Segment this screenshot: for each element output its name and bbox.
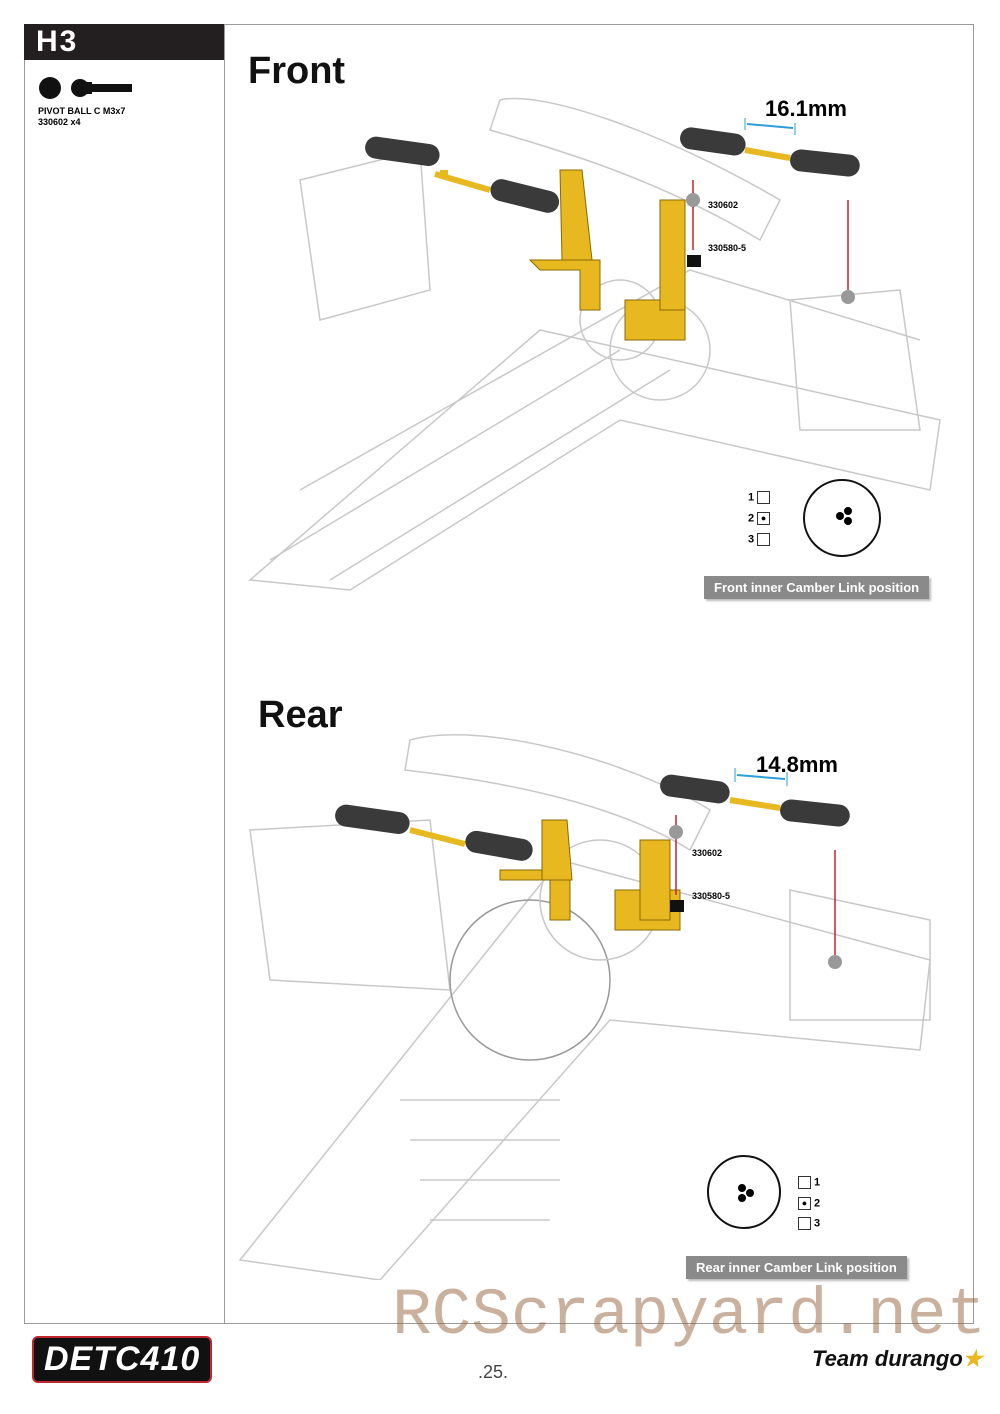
position-3-label: 3 — [748, 533, 755, 546]
page-number: .25. — [478, 1362, 509, 1382]
position-1-box — [798, 1176, 811, 1189]
detc410-logo: DETC410 — [32, 1336, 213, 1383]
step-number: H3 — [24, 24, 224, 60]
rear-label-spacer: 330580-5 — [692, 891, 731, 901]
rear-label-pivot: 330602 — [692, 848, 723, 858]
position-1-label: 1 — [814, 1176, 821, 1189]
position-2-label: 2 — [814, 1197, 821, 1210]
position-3-box — [757, 533, 771, 546]
page-frame — [24, 24, 974, 1324]
pivot-ball-icon — [39, 77, 132, 99]
position-3-box — [798, 1217, 811, 1230]
rear-dimension: 14.8mm — [756, 752, 838, 777]
rear-caption: Rear inner Camber Link position — [686, 1256, 907, 1279]
front-dimension: 16.1mm — [765, 96, 847, 121]
front-title: Front — [248, 50, 346, 92]
team-durango-text: Team durango — [812, 1346, 963, 1371]
rear-detail-circle — [707, 1155, 781, 1229]
team-durango-logo: Team durango★ — [812, 1346, 983, 1372]
star-icon: ★ — [962, 1346, 983, 1371]
front-assembly-diagram — [248, 97, 941, 591]
watermark: RCScrapyard.net — [392, 1278, 987, 1353]
position-3-label: 3 — [814, 1217, 821, 1230]
front-detail-circle — [803, 479, 881, 557]
position-2-box-selected: ● — [798, 1197, 811, 1210]
position-1-label: 1 — [748, 491, 755, 504]
parts-column — [24, 24, 225, 1324]
part-code-qty: 330602 x4 — [38, 117, 81, 127]
front-label-pivot: 330602 — [708, 200, 739, 210]
rear-assembly-diagram — [238, 734, 931, 1280]
part-label: PIVOT BALL C M3x7 330602 x4 — [38, 106, 125, 128]
position-1-box — [757, 491, 771, 504]
rear-title: Rear — [258, 694, 343, 736]
front-caption: Front inner Camber Link position — [704, 576, 930, 599]
part-name: PIVOT BALL C M3x7 — [38, 106, 126, 116]
position-2-box-selected: ● — [757, 512, 771, 525]
front-label-spacer: 330580-5 — [708, 243, 747, 253]
position-2-label: 2 — [748, 512, 755, 525]
